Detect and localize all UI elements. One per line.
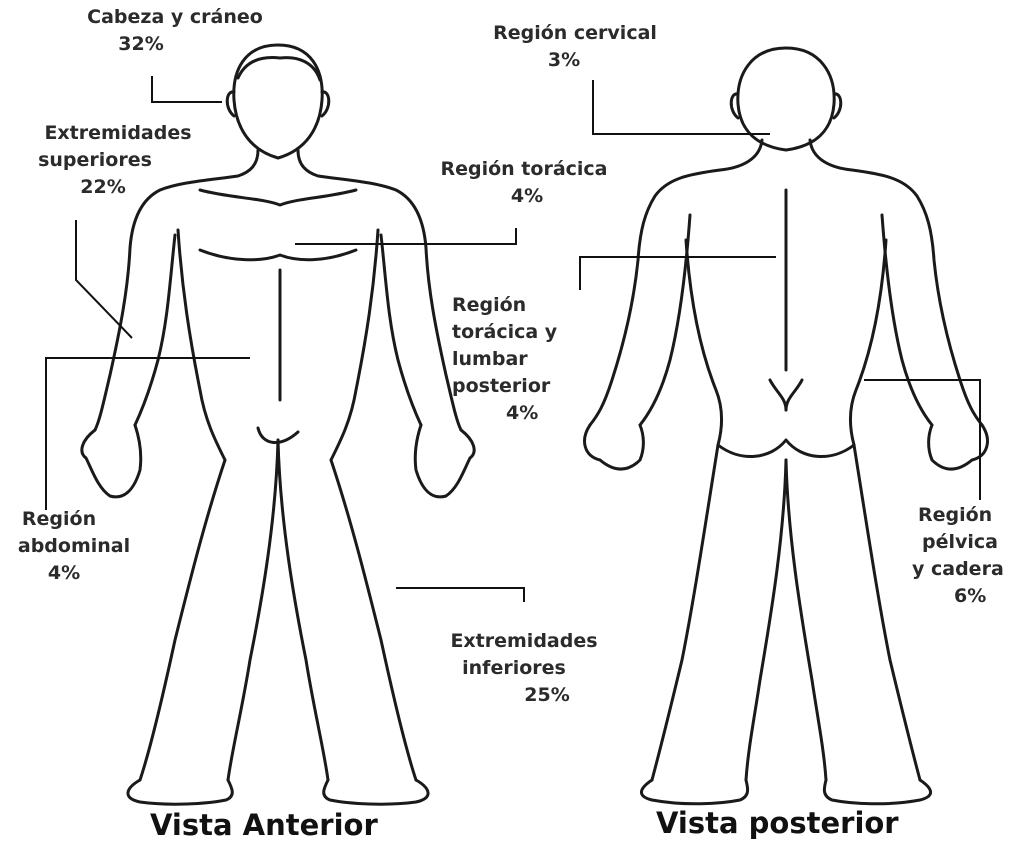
- label-thoracolumbar-line2: torácica y: [452, 319, 592, 346]
- label-thoracic-pct: 4%: [418, 183, 636, 210]
- label-pelvic-pct: 6%: [912, 583, 1030, 610]
- caption-posterior: Vista posterior: [656, 806, 899, 840]
- label-abdominal-line2: abdominal: [0, 533, 154, 560]
- caption-anterior: Vista Anterior: [150, 808, 378, 842]
- label-abdominal-pct: 4%: [0, 560, 154, 587]
- label-upper-limbs-pct: 22%: [0, 174, 224, 201]
- leader-head: [152, 76, 222, 102]
- label-head-name: Cabeza y cráneo: [55, 4, 295, 31]
- label-head: Cabeza y cráneo 32%: [55, 4, 295, 58]
- posterior-figure: [585, 48, 988, 804]
- label-thoracolumbar: Región torácica y lumbar posterior 4%: [452, 292, 592, 427]
- leader-thoracolumbar: [580, 257, 776, 290]
- leader-pelvic: [864, 380, 980, 500]
- label-pelvic: Región pélvica y cadera 6%: [912, 502, 1030, 610]
- label-pelvic-line3: y cadera: [912, 556, 1030, 583]
- label-lower-limbs-line2: inferiores: [406, 655, 622, 682]
- label-pelvic-line2: pélvica: [912, 529, 1030, 556]
- label-thoracic: Región torácica 4%: [412, 156, 636, 210]
- label-abdominal-line1: Región: [0, 506, 154, 533]
- label-thoracolumbar-line3: lumbar: [452, 346, 592, 373]
- label-upper-limbs-line1: Extremidades: [12, 120, 224, 147]
- label-cervical-pct: 3%: [448, 47, 680, 74]
- leader-thoracic: [295, 228, 516, 244]
- label-thoracic-name: Región torácica: [412, 156, 636, 183]
- label-abdominal: Región abdominal 4%: [4, 506, 154, 587]
- label-cervical-name: Región cervical: [470, 20, 680, 47]
- label-pelvic-line1: Región: [912, 502, 1030, 529]
- label-cervical: Región cervical 3%: [470, 20, 680, 74]
- label-upper-limbs: Extremidades superiores 22%: [12, 120, 224, 201]
- label-thoracolumbar-line1: Región: [452, 292, 592, 319]
- label-lower-limbs-pct: 25%: [472, 682, 622, 709]
- leader-lower-limbs: [396, 588, 524, 602]
- label-head-pct: 32%: [0, 31, 295, 58]
- label-lower-limbs-line1: Extremidades: [426, 628, 622, 655]
- leader-abdominal: [46, 358, 250, 510]
- label-thoracolumbar-line4: posterior: [452, 373, 592, 400]
- label-upper-limbs-line2: superiores: [0, 147, 224, 174]
- leader-upper-limbs: [76, 220, 132, 338]
- label-lower-limbs: Extremidades inferiores 25%: [426, 628, 622, 709]
- label-thoracolumbar-pct: 4%: [452, 400, 592, 427]
